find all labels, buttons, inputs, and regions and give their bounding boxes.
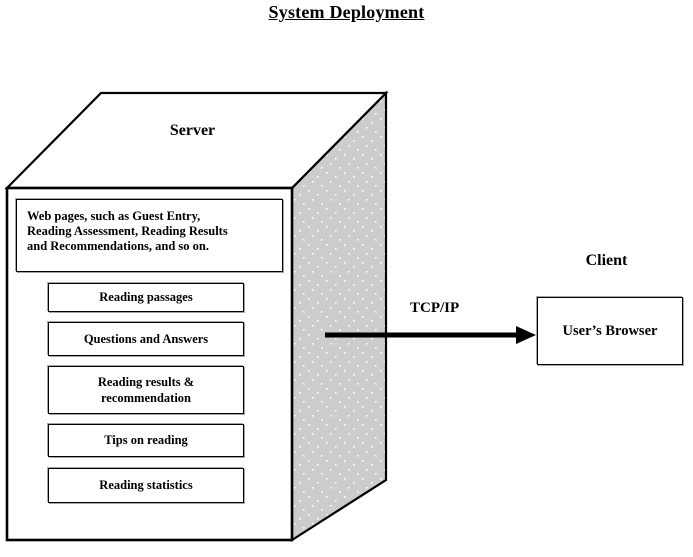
web-pages-line-3: and Recommendations, and so on. <box>27 239 209 253</box>
component-label-line-1: Reading results & <box>97 375 195 389</box>
component-label: Questions and Answers <box>83 331 209 346</box>
client-browser-label: User’s Browser <box>562 322 658 339</box>
page-title: System Deployment <box>268 2 425 22</box>
component-box-reading-results-recommendation: Reading results & recommendation <box>48 366 244 414</box>
web-pages-line-1: Web pages, such as Guest Entry, <box>27 209 201 223</box>
tcpip-connector: TCP/IP <box>320 300 550 360</box>
component-box-reading-passages: Reading passages <box>48 283 244 312</box>
component-label: Reading passages <box>99 290 193 304</box>
component-box-tips-on-reading: Tips on reading <box>48 424 244 457</box>
client-browser-box: User’s Browser <box>537 297 683 365</box>
web-pages-line-2: Reading Assessment, Reading Results <box>27 224 228 238</box>
client-title-label: Client <box>585 252 628 269</box>
server-title-label: Server <box>169 122 216 139</box>
component-label: Tips on reading <box>104 433 188 447</box>
component-box-questions-and-answers: Questions and Answers <box>48 322 244 356</box>
tcpip-protocol-label: TCP/IP <box>410 300 460 316</box>
client-node: Client User’s Browser <box>530 252 690 372</box>
server-node: Server Web pages, such as Guest Entry, R… <box>0 80 400 550</box>
web-pages-description-box: Web pages, such as Guest Entry, Reading … <box>16 199 283 272</box>
component-label: Reading statistics <box>99 478 193 492</box>
connector-arrow-icon <box>325 326 536 344</box>
component-label: Reading results & recommendation <box>98 374 194 406</box>
server-front-contents: Web pages, such as Guest Entry, Reading … <box>7 188 292 540</box>
component-label-line-2: recommendation <box>100 391 192 405</box>
component-box-reading-statistics: Reading statistics <box>48 468 244 503</box>
